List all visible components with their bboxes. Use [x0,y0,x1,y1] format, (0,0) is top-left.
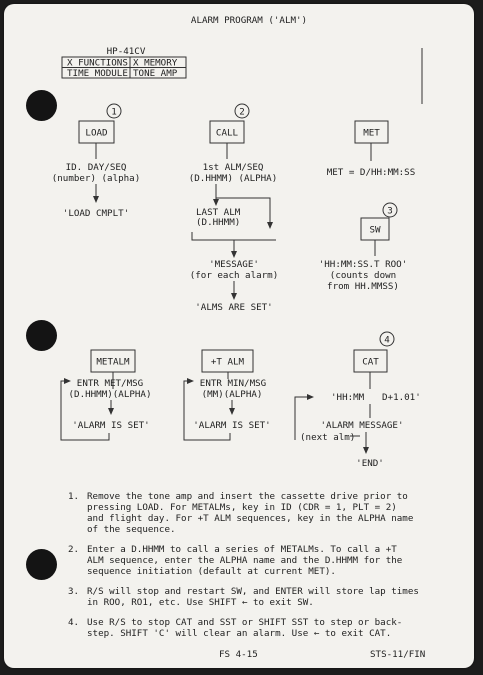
step-marker-3 [382,202,398,218]
svg-text:1: 1 [111,107,117,118]
cat-end: 'END' [356,458,384,469]
load-prompt: ID. DAY/SEQ [66,162,127,173]
punch-hole [26,90,57,121]
metalm-prompt-format: (D.HHMM)(ALPHA) [69,389,152,400]
t-alm-result: 'ALARM IS SET' [193,420,270,431]
svg-text:2: 2 [239,107,245,118]
note-item: 4.Use R/S to stop CAT and SST or SHIFT S… [68,617,403,639]
cat-next-label: (next alm) [300,432,355,443]
note-item: 2.Enter a D.HHMM to call a series of MET… [68,544,403,577]
t-alm-prompt: ENTR MIN/MSG [200,378,266,389]
note-item: 3.R/S will stop and restart SW, and ENTE… [68,586,419,608]
cat-message: 'ALARM MESSAGE' [321,420,404,431]
page-number: FS 4-15 [219,649,258,660]
svg-text:CAT: CAT [362,357,379,368]
punch-hole [26,320,57,351]
metalm-result: 'ALARM IS SET' [72,420,149,431]
step-marker-4 [379,331,395,347]
metalm-prompt: ENTR MET/MSG [77,378,143,389]
sw-display: 'HH:MM:SS.T ROO' [319,259,408,270]
load-result: 'LOAD CMPLT' [63,208,129,219]
call-prompt: 1st ALM/SEQ [203,162,264,173]
calculator-model: HP-41CV [107,46,146,57]
notes-list: 1.Remove the tone amp and insert the cas… [68,491,420,648]
flow-diagram: ALARM PROGRAM ('ALM') HP-41CV X FUNCTION… [52,15,423,469]
call-prompt-format: (D.HHMM) (ALPHA) [189,173,278,184]
svg-text:METALM: METALM [96,357,130,368]
module-tone-amp: TONE AMP [133,68,178,79]
svg-text:+T ALM: +T ALM [211,357,245,368]
svg-text:LOAD: LOAD [85,128,107,139]
call-result: 'ALMS ARE SET' [195,302,272,313]
svg-text:CALL: CALL [216,128,239,139]
last-alm-prompt: LAST ALM [196,207,241,218]
sw-note-2: from HH.MMSS) [327,281,399,292]
document-id: STS-11/FIN [370,649,426,660]
step-marker-1 [106,103,122,119]
step-marker-2 [234,103,250,119]
module-x-memory: X MEMORY [133,58,178,69]
cat-display-time: 'HH:MM [331,392,365,403]
page-title: ALARM PROGRAM ('ALM') [191,15,307,26]
load-prompt-format: (number) (alpha) [52,173,141,184]
svg-text:3: 3 [387,206,393,217]
call-message: 'MESSAGE' [209,259,259,270]
punch-hole [26,549,57,580]
cat-display-day: D+1.01' [382,392,421,403]
svg-text:4: 4 [384,335,390,346]
last-alm-format: (D.HHMM) [196,217,240,228]
module-x-functions: X FUNCTIONS [67,58,128,69]
svg-text:SW: SW [369,225,381,236]
note-item: 1.Remove the tone amp and insert the cas… [68,491,414,535]
sw-note-1: (counts down [330,270,396,281]
t-alm-prompt-format: (MM)(ALPHA) [202,389,263,400]
met-display: MET = D/HH:MM:SS [327,167,416,178]
checklist-card: ALARM PROGRAM ('ALM') HP-41CV X FUNCTION… [4,4,474,668]
svg-text:MET: MET [363,128,380,139]
call-message-note: (for each alarm) [190,270,279,281]
module-time: TIME MODULE [67,68,128,79]
